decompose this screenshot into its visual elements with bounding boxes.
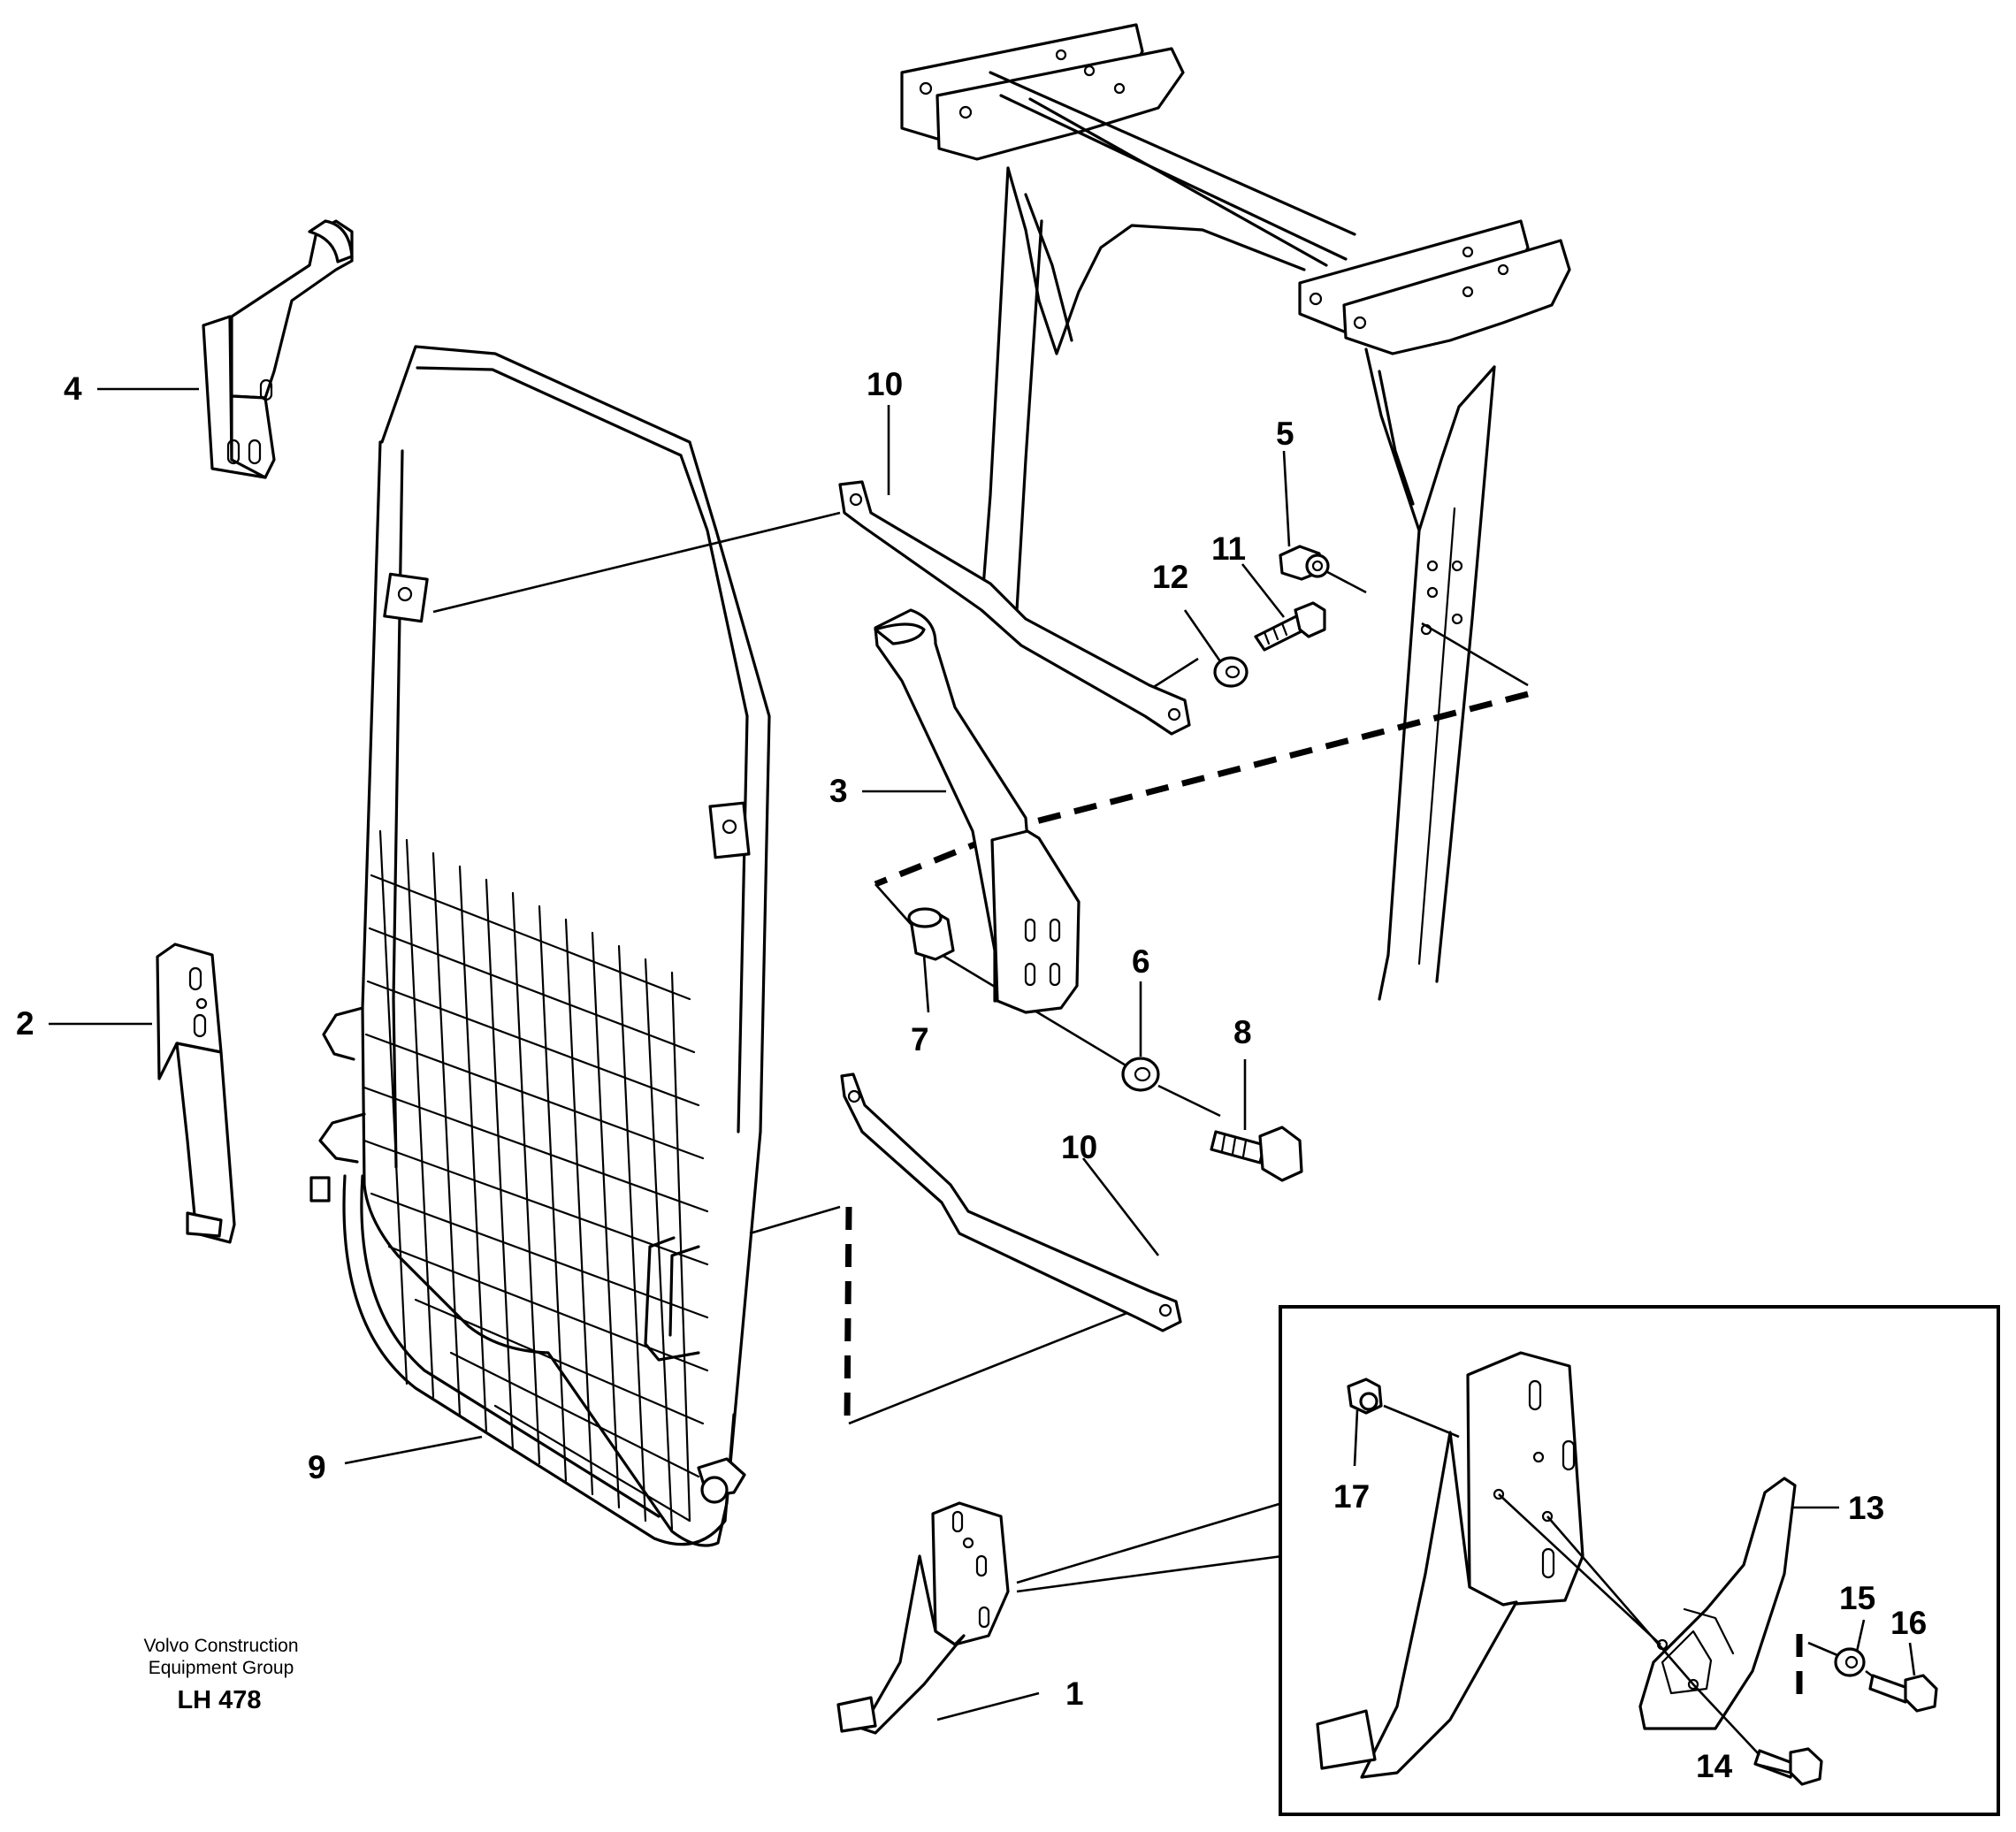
label-part-8: 8 [1233,1014,1252,1050]
washer-6 [1121,1057,1160,1092]
label-part-6: 6 [1132,943,1150,980]
detail-pointer-upper [1016,1501,1283,1584]
bracket-4 [202,219,354,479]
leader-lines [49,387,1916,1775]
label-part-12: 12 [1152,559,1188,595]
label-part-9: 9 [308,1449,326,1485]
bolt-11 [1254,601,1326,652]
label-part-11: 11 [1211,531,1246,567]
label-part-16: 16 [1890,1605,1927,1641]
bracket-1 [836,1501,1010,1735]
washer-12 [1213,656,1249,688]
label-part-5: 5 [1276,416,1294,452]
cab-frame [900,23,1571,1001]
spacer-7 [907,907,955,961]
bracket-2 [156,943,236,1244]
guide-lines [432,511,1529,1425]
label-part-1: 1 [1065,1676,1084,1712]
label-part-10-upper: 10 [867,366,903,402]
credit-block: Volvo Construction Equipment Group LH 47… [143,1636,298,1714]
hinge-arm-3 [874,608,1081,1014]
door-grille [309,345,771,1547]
credit-line-2: Equipment Group [149,1658,294,1678]
nut-5 [1279,545,1330,581]
label-part-10-lower: 10 [1061,1129,1097,1165]
strap-10-lower [840,1072,1182,1332]
part-labels: 1 2 3 4 5 6 7 8 9 10 10 11 12 13 14 15 1… [16,366,1927,1784]
label-part-14: 14 [1696,1748,1733,1784]
label-part-13: 13 [1848,1490,1884,1526]
bolt-8 [1210,1126,1303,1182]
label-part-7: 7 [911,1021,929,1057]
drawing-reference: LH 478 [177,1686,261,1714]
detail-inset [1279,1305,2000,1816]
label-part-4: 4 [64,370,82,407]
detail-pointer-lower [1016,1554,1283,1593]
credit-line-1: Volvo Construction [143,1636,298,1656]
label-part-17: 17 [1333,1478,1370,1515]
strap-10-upper [838,480,1191,736]
label-part-2: 2 [16,1005,34,1042]
label-part-3: 3 [829,773,848,809]
label-part-15: 15 [1839,1580,1875,1616]
